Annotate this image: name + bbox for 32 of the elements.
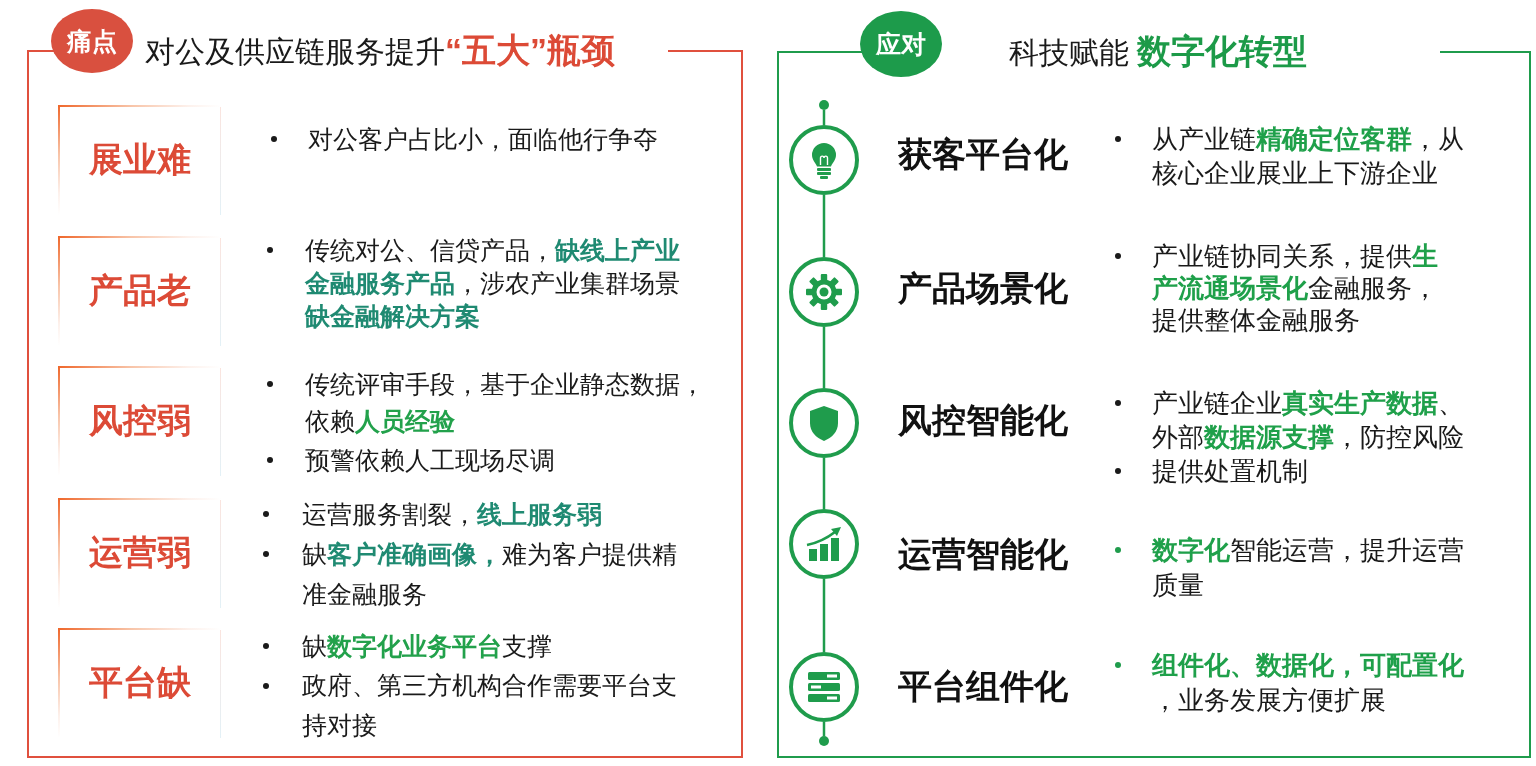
bullet-text: 产业链协同关系，提供生产流通场景化金融服务，提供整体金融服务 [1152, 240, 1439, 336]
bullet-text: 传统评审手段，基于企业静态数据，依赖人员经验 [305, 368, 706, 437]
bullet-text: 从产业链精确定位客群，从核心企业展业上下游企业 [1152, 123, 1465, 190]
bullet-text: 缺客户准确画像，难为客户提供精准金融服务 [302, 539, 678, 610]
badge: 痛点 [51, 9, 133, 73]
heading: 获客平台化 [898, 134, 1068, 174]
panel [27, 30, 743, 758]
category-box: 运营弱 [58, 498, 221, 608]
heading: 平台组件化 [898, 666, 1068, 706]
category-box: 展业难 [58, 105, 221, 215]
bullet-text: 对公客户占比小，面临他行争夺 [308, 124, 658, 155]
bullet-text: 运营服务割裂，线上服务弱 [302, 499, 602, 530]
bullet-text: 传统对公、信贷产品，缺线上产业金融服务产品，涉农产业集群场景缺金融解决方案 [305, 234, 681, 332]
bullet-text: 提供处置机制 [1152, 455, 1308, 488]
category-box: 产品老 [58, 236, 221, 346]
heading: 产品场景化 [898, 268, 1068, 308]
bullet-text: 缺数字化业务平台支撑 [302, 630, 552, 662]
badge: 应对 [860, 11, 942, 77]
bullet-text: 产业链企业真实生产数据、外部数据源支撑，防控风险 [1152, 387, 1465, 454]
timeline-dot [819, 100, 829, 110]
bullet-text: 预警依赖人工现场尽调 [305, 444, 555, 476]
category-box: 平台缺 [58, 628, 221, 738]
bullet-text: 组件化、数据化，可配置化，业务发展方便扩展 [1152, 648, 1465, 717]
heading: 风控智能化 [898, 400, 1068, 440]
panel-title: 对公及供应链服务提升“五大”瓶颈 [145, 30, 615, 70]
panel [777, 31, 1531, 758]
heading: 运营智能化 [898, 534, 1068, 574]
bullet-text: 数字化智能运营，提升运营质量 [1152, 533, 1465, 602]
bullet-text: 政府、第三方机构合作需要平台支持对接 [302, 670, 678, 741]
panel-title: 科技赋能 数字化转型 [1009, 31, 1308, 71]
category-box: 风控弱 [58, 366, 221, 476]
timeline-dot [819, 736, 829, 746]
